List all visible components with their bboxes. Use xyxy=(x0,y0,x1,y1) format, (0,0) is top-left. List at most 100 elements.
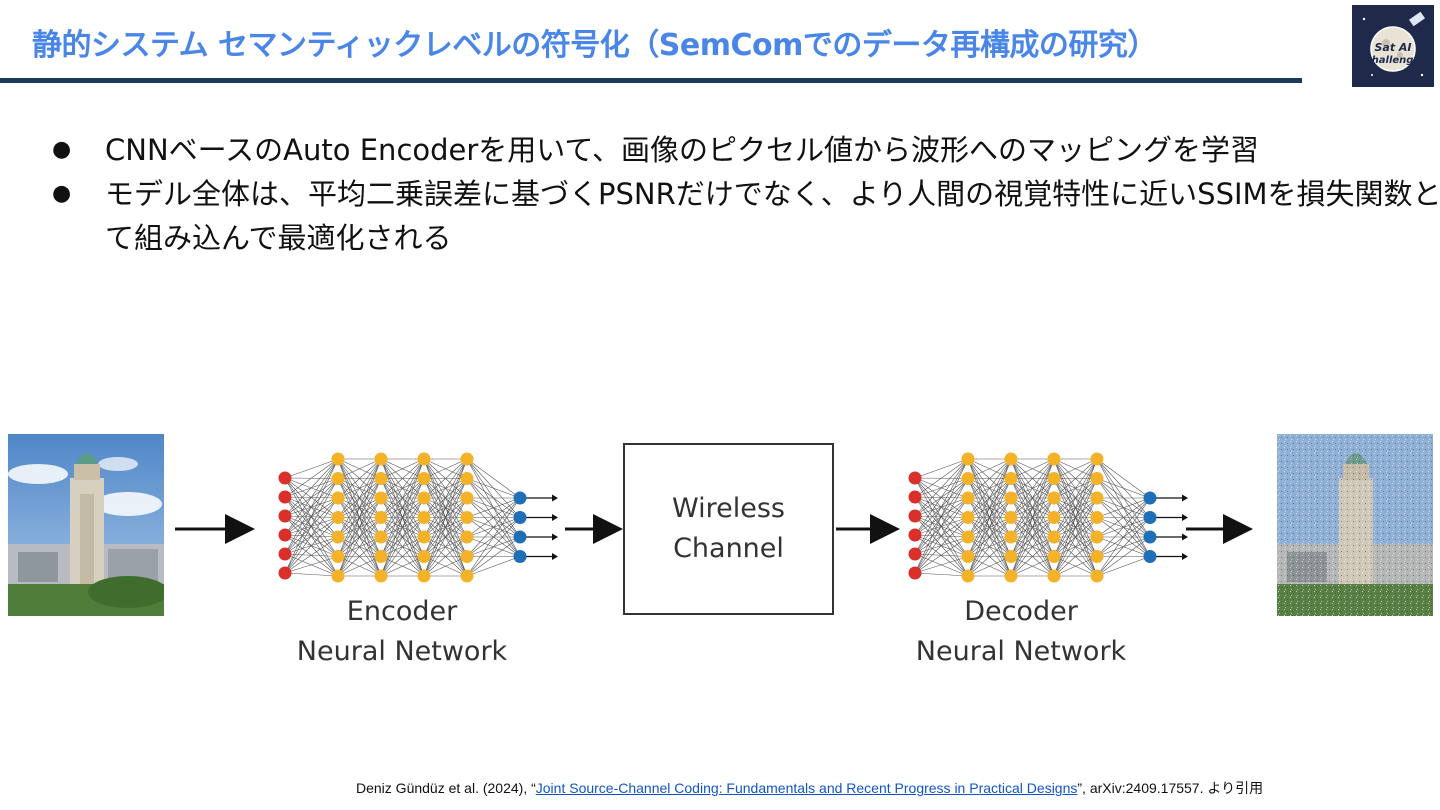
network-node xyxy=(460,511,474,524)
network-edge xyxy=(284,458,339,479)
network-node xyxy=(1004,491,1018,505)
network-edge xyxy=(1096,497,1151,557)
network-edge xyxy=(1096,497,1151,518)
network-node xyxy=(513,550,527,563)
wireless-channel-box: Wireless Channel xyxy=(623,443,834,615)
network-node xyxy=(1143,491,1157,505)
network-edge xyxy=(284,458,339,574)
network-node xyxy=(908,566,922,580)
network-node xyxy=(278,509,292,523)
network-edge xyxy=(423,497,468,577)
network-edge xyxy=(967,458,1012,479)
network-edge xyxy=(380,458,425,577)
network-edge xyxy=(967,517,1012,577)
network-node xyxy=(1090,491,1104,505)
network-edge xyxy=(284,572,339,577)
decoder-label-line2: Neural Network xyxy=(915,636,1127,667)
network-edge xyxy=(423,556,468,577)
network-edge xyxy=(380,556,425,577)
citation-suffix: ”, arXiv:2409.17557. より引用 xyxy=(1077,780,1264,796)
network-edge xyxy=(337,517,382,577)
network-edge xyxy=(914,458,969,574)
network-edge xyxy=(1053,458,1098,577)
bullet-dot-icon: ● xyxy=(52,137,72,162)
network-node xyxy=(1004,472,1018,485)
network-node xyxy=(417,530,431,544)
bullet-dot-icon: ● xyxy=(52,181,72,206)
network-node xyxy=(961,569,975,583)
network-node xyxy=(1047,491,1061,505)
network-edge xyxy=(466,458,521,499)
network-edge xyxy=(284,478,339,574)
network-edge xyxy=(380,458,425,518)
network-edge xyxy=(423,458,468,557)
network-edge xyxy=(1010,458,1055,479)
network-node xyxy=(908,547,922,561)
network-node xyxy=(331,511,345,524)
network-node xyxy=(1143,511,1157,524)
network-edge xyxy=(914,536,969,574)
network-edge xyxy=(284,517,339,574)
network-edge xyxy=(284,458,339,555)
network-node xyxy=(331,491,345,505)
network-edge xyxy=(914,458,969,498)
network-edge xyxy=(423,458,468,518)
encoder-network-graphic xyxy=(278,452,558,583)
network-edge xyxy=(914,497,969,574)
logo-graphic: Sat AI challenge xyxy=(1362,11,1426,77)
network-edge xyxy=(423,458,468,479)
network-edge xyxy=(914,458,969,517)
network-node xyxy=(331,550,345,563)
network-edge xyxy=(380,497,425,577)
network-edge xyxy=(1010,517,1055,577)
encoder-label-line1: Encoder xyxy=(346,596,458,627)
channel-label-line1: Wireless xyxy=(672,493,785,524)
network-edge xyxy=(337,497,382,577)
network-edge xyxy=(337,458,382,518)
network-edge xyxy=(380,517,425,577)
network-node xyxy=(513,511,527,524)
network-edge xyxy=(967,458,1012,499)
network-node xyxy=(460,472,474,485)
network-node xyxy=(1047,472,1061,485)
network-node xyxy=(1143,530,1157,544)
network-node xyxy=(460,550,474,563)
network-edge xyxy=(914,478,969,574)
network-edge xyxy=(380,458,425,557)
network-edge xyxy=(1096,517,1151,577)
network-edge xyxy=(337,458,382,577)
network-node xyxy=(961,472,975,485)
network-node xyxy=(374,550,388,563)
network-edge xyxy=(1010,497,1055,577)
network-edge xyxy=(466,497,521,538)
network-edge xyxy=(914,517,969,574)
network-node xyxy=(1004,511,1018,524)
output-arrowhead-icon xyxy=(552,533,558,541)
decoder-network-graphic xyxy=(908,452,1188,583)
network-edge xyxy=(1053,478,1098,577)
network-edge xyxy=(284,458,339,517)
network-node xyxy=(417,452,431,466)
network-edge xyxy=(337,458,382,538)
network-edge xyxy=(1010,478,1055,577)
network-edge xyxy=(466,497,521,577)
network-node xyxy=(1047,511,1061,524)
network-edge xyxy=(1053,458,1098,518)
network-edge xyxy=(284,458,339,498)
decoder-label: Decoder Neural Network xyxy=(871,592,1171,672)
network-node xyxy=(278,490,292,504)
network-edge xyxy=(1053,458,1098,479)
network-node xyxy=(417,569,431,583)
network-node xyxy=(961,550,975,563)
citation-link[interactable]: Joint Source-Channel Coding: Fundamental… xyxy=(535,780,1078,796)
network-edge xyxy=(466,556,521,577)
network-node xyxy=(460,569,474,583)
network-node xyxy=(374,472,388,485)
output-arrowhead-icon xyxy=(1182,494,1188,502)
encoder-label-line2: Neural Network xyxy=(296,636,508,667)
network-edge xyxy=(423,478,468,577)
network-edge xyxy=(423,458,468,499)
network-edge xyxy=(1010,458,1055,577)
network-node xyxy=(417,472,431,485)
network-node xyxy=(961,511,975,524)
